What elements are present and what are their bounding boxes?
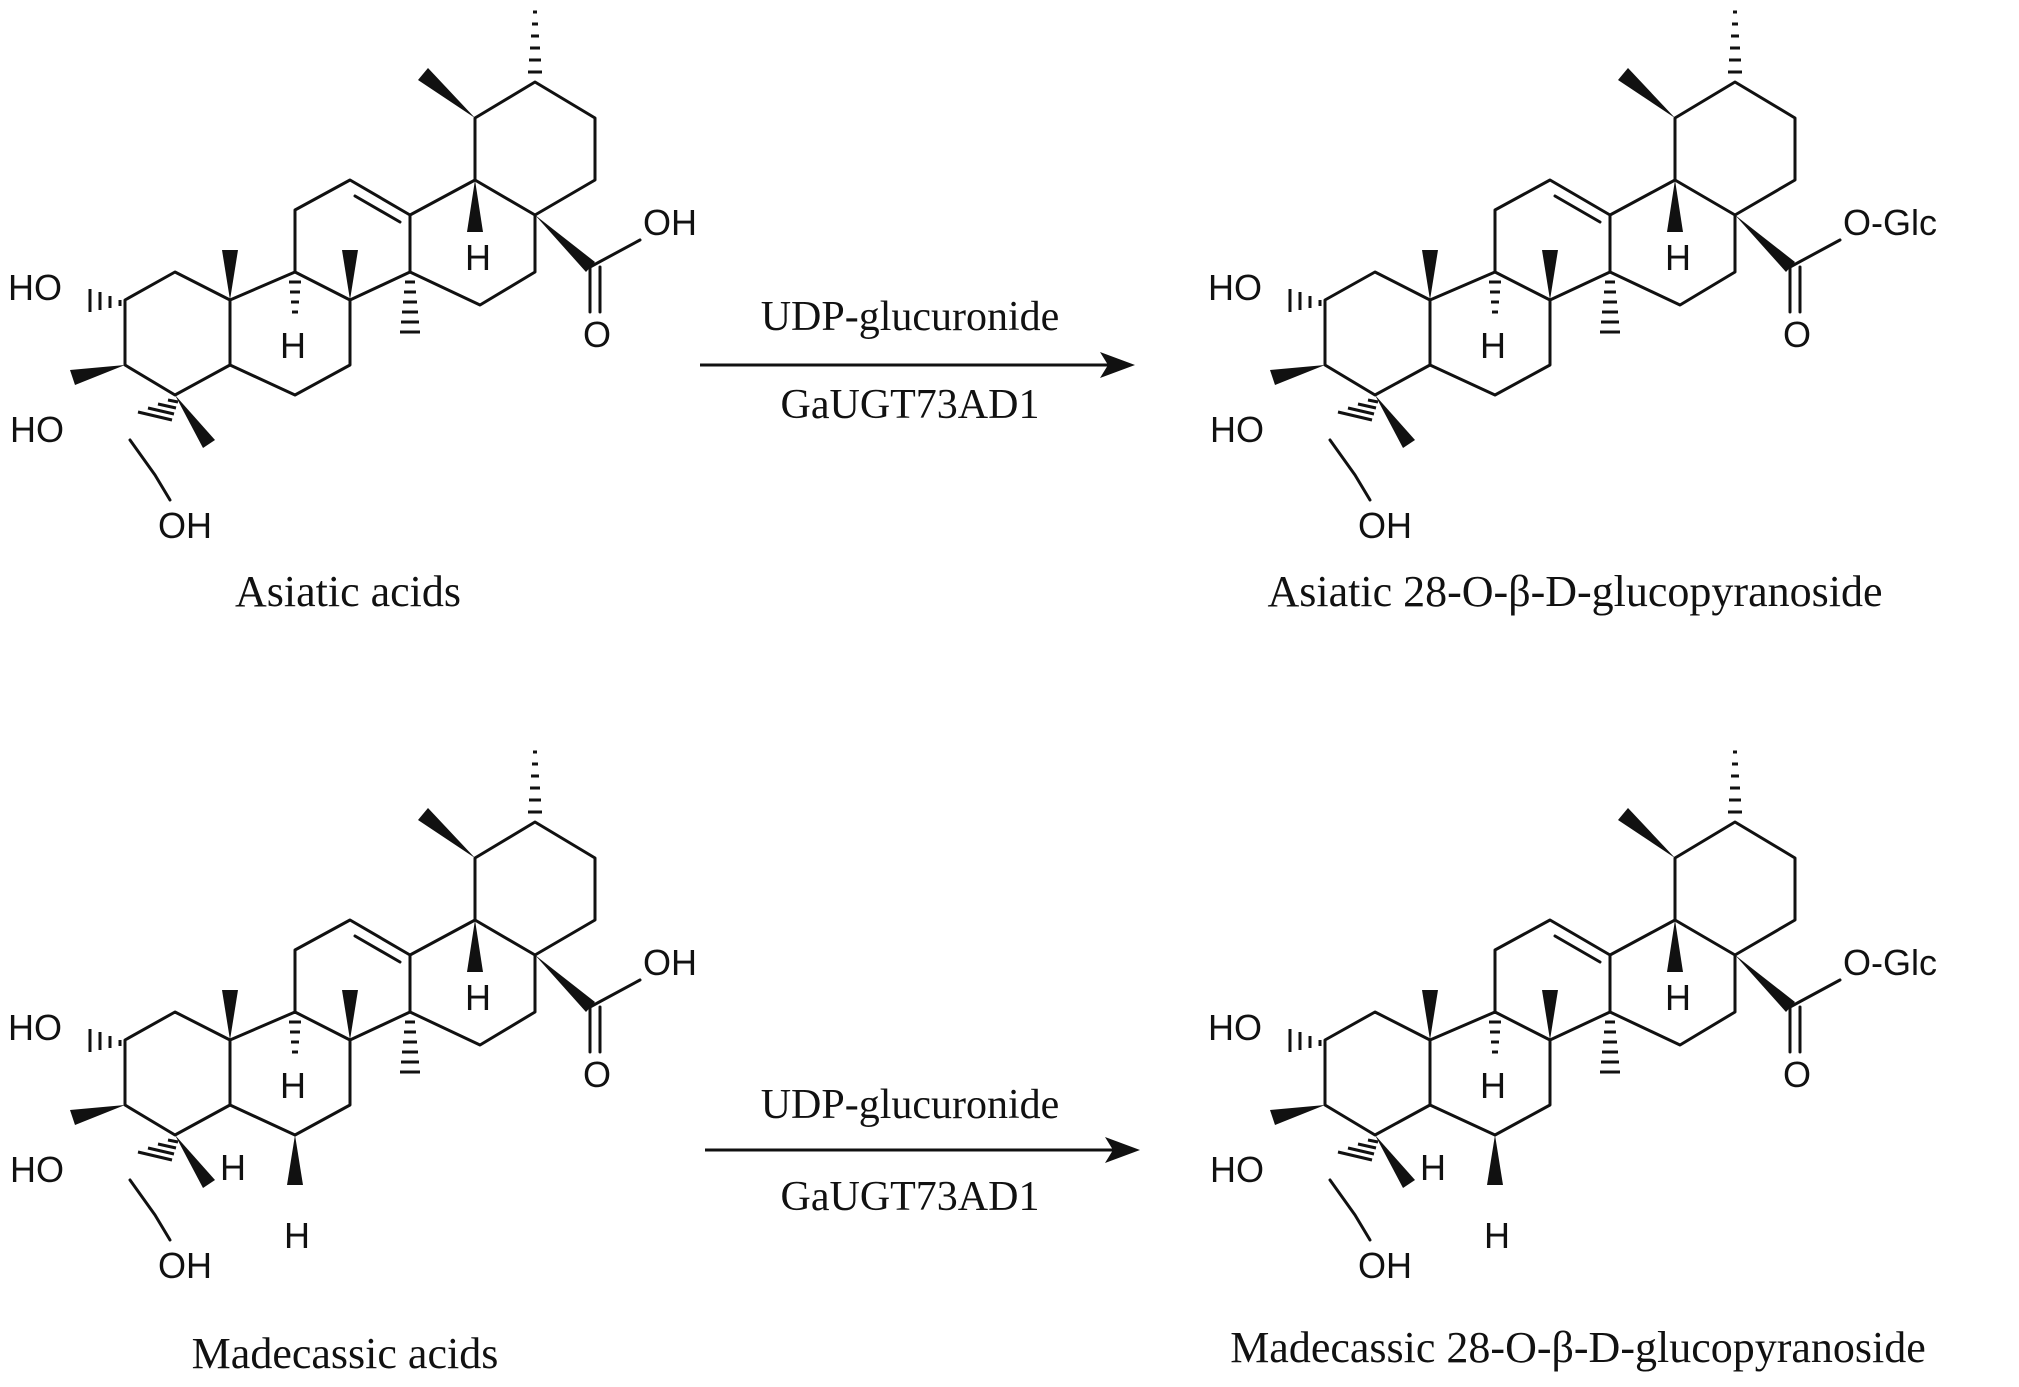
atom-h-c9: H	[280, 1065, 306, 1106]
reactant-1-name: Asiatic acids	[235, 567, 461, 616]
atom-oh-c23: OH	[158, 1245, 212, 1286]
reaction-2-reagent: UDP-glucuronide	[761, 1082, 1060, 1128]
atom-ester-oglc: O-Glc	[1843, 202, 1937, 243]
product-2-name: Madecassic 28-O-β-D-glucopyranoside	[1230, 1323, 1926, 1372]
atom-ho-c2: HO	[8, 267, 62, 308]
atom-oh-c23: OH	[1358, 505, 1412, 546]
atom-h-c5: H	[1420, 1147, 1446, 1188]
atom-oh-c23: OH	[158, 505, 212, 546]
atom-acid-oh: OH	[643, 942, 697, 983]
atom-h-c9: H	[1480, 325, 1506, 366]
atom-h-c9: H	[1480, 1065, 1506, 1106]
atom-ho-c3: HO	[1210, 1149, 1264, 1190]
atom-carbonyl-o: O	[583, 314, 611, 355]
atom-h-c9: H	[280, 325, 306, 366]
atom-ho-c3: HO	[10, 409, 64, 450]
atom-h-c18: H	[1665, 977, 1691, 1018]
atom-h-c18: H	[1665, 237, 1691, 278]
atom-h-c6: H	[1484, 1215, 1510, 1256]
product-2-structure: HO HO OH H H H H O-Glc O	[1208, 750, 1937, 1286]
reaction-1-arrow: UDP-glucuronide GaUGT73AD1	[700, 294, 1135, 428]
atom-carbonyl-o: O	[1783, 314, 1811, 355]
atom-carbonyl-o: O	[1783, 1054, 1811, 1095]
atom-h-c18: H	[465, 977, 491, 1018]
reaction-2-enzyme: GaUGT73AD1	[781, 1174, 1040, 1220]
atom-h-c5: H	[220, 1147, 246, 1188]
atom-ho-c2: HO	[1208, 1007, 1262, 1048]
atom-h-c6: H	[284, 1215, 310, 1256]
atom-ho-c3: HO	[1210, 409, 1264, 450]
reaction-2-arrow: UDP-glucuronide GaUGT73AD1	[705, 1082, 1140, 1220]
atom-acid-oh: OH	[643, 202, 697, 243]
atom-ho-c2: HO	[8, 1007, 62, 1048]
atom-oh-c23: OH	[1358, 1245, 1412, 1286]
atom-ho-c3: HO	[10, 1149, 64, 1190]
reactant-1-structure: HO HO OH H H OH O	[8, 10, 697, 546]
atom-carbonyl-o: O	[583, 1054, 611, 1095]
reaction-1-enzyme: GaUGT73AD1	[781, 382, 1040, 428]
product-1-structure: HO HO OH H H O-Glc O	[1208, 10, 1937, 546]
reactant-2-structure: HO HO OH H H H H OH O	[8, 750, 697, 1286]
atom-ho-c2: HO	[1208, 267, 1262, 308]
reaction-1-reagent: UDP-glucuronide	[761, 294, 1060, 340]
atom-h-c18: H	[465, 237, 491, 278]
product-1-name: Asiatic 28-O-β-D-glucopyranoside	[1268, 567, 1883, 616]
reactant-2-name: Madecassic acids	[192, 1329, 499, 1378]
atom-ester-oglc: O-Glc	[1843, 942, 1937, 983]
